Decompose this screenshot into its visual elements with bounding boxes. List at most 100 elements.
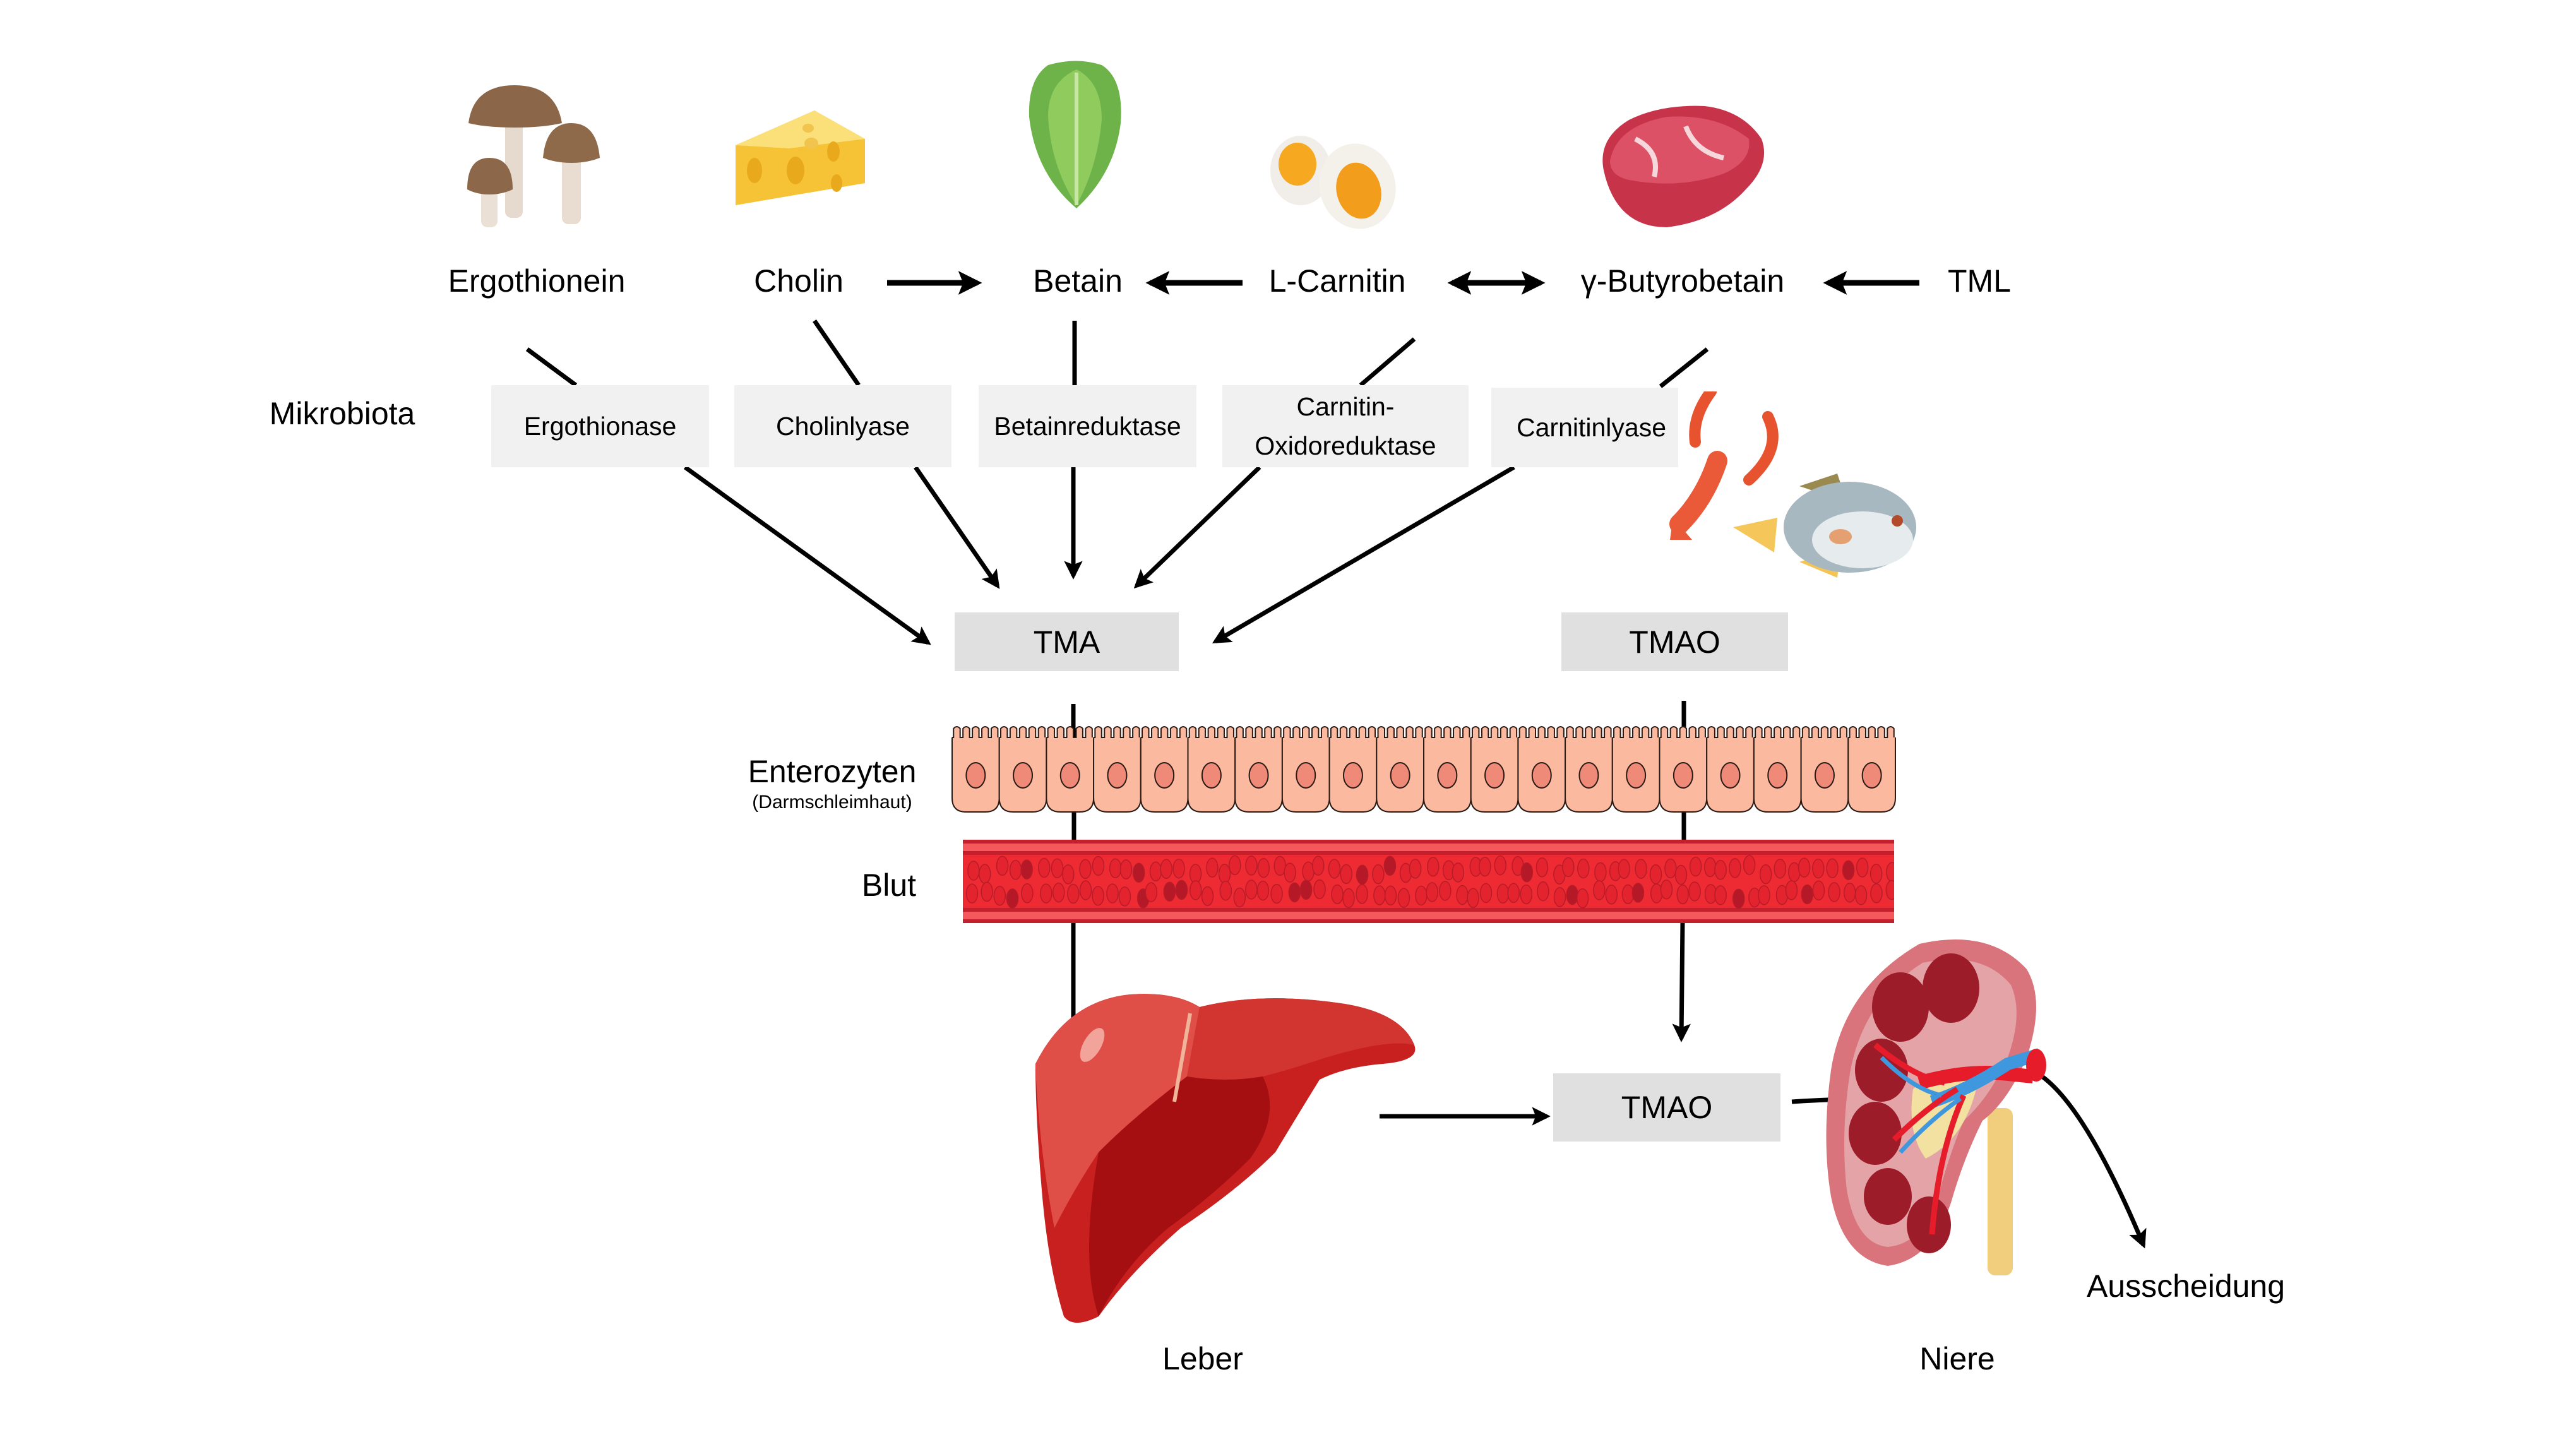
enterocyte-cell — [1093, 726, 1142, 813]
red-blood-cell — [1256, 880, 1270, 901]
microvilli — [1424, 726, 1470, 738]
cell-nucleus — [1673, 762, 1693, 789]
cheese-icon — [736, 110, 865, 205]
red-blood-cell — [1145, 882, 1157, 902]
red-blood-cell — [1079, 859, 1092, 880]
red-blood-cell — [1037, 857, 1051, 878]
liver-icon — [1035, 994, 1416, 1323]
cell-nucleus — [965, 762, 986, 789]
red-blood-cell — [1828, 882, 1840, 902]
microvilli — [1659, 726, 1706, 738]
red-blood-cell — [1798, 857, 1811, 878]
red-blood-cell — [1660, 880, 1673, 900]
metabolite-ergothionein: Ergothionein — [448, 263, 626, 299]
microvilli — [1376, 726, 1423, 738]
red-blood-cell — [1467, 888, 1479, 909]
red-blood-cell — [1553, 887, 1566, 907]
red-blood-cell — [1132, 862, 1145, 883]
red-blood-cells — [965, 855, 1894, 909]
blood-label: Blut — [861, 868, 917, 903]
product-label: TMA — [1033, 624, 1100, 660]
enterocyte-cell — [1517, 726, 1566, 813]
red-blood-cell — [1052, 882, 1065, 903]
red-blood-cell — [1826, 858, 1839, 878]
cell-nucleus — [1484, 762, 1505, 789]
red-blood-cell — [1812, 858, 1825, 879]
red-blood-cell — [1507, 883, 1520, 903]
enzyme-cholinlyase: Cholinlyase — [734, 385, 951, 467]
red-blood-cell — [1729, 858, 1741, 878]
enterocyte-cell — [1800, 726, 1849, 813]
red-blood-cell — [1566, 885, 1578, 905]
product-tmao-hepatic: TMAO — [1553, 1073, 1780, 1142]
cell-nucleus — [1107, 762, 1128, 789]
red-blood-cell — [1479, 856, 1491, 877]
enzyme-label-line2: Oxidoreduktase — [1255, 431, 1436, 460]
red-blood-cell — [1119, 859, 1133, 880]
connector-cholin-enzyme — [813, 319, 861, 386]
cell-nucleus — [1767, 762, 1788, 789]
red-blood-cell — [1006, 888, 1019, 909]
red-blood-cell — [1163, 881, 1176, 902]
enterocyte-cell — [1187, 726, 1236, 813]
red-blood-cell — [1759, 864, 1772, 885]
enterocyte-cell — [1328, 726, 1378, 813]
red-blood-cell — [1106, 883, 1119, 903]
arrow-kidney-to-excretion — [2036, 1071, 2147, 1249]
red-blood-cell — [1067, 883, 1080, 904]
red-blood-cell — [1201, 886, 1214, 907]
red-blood-cell — [1149, 861, 1162, 881]
red-blood-cell — [1118, 886, 1131, 907]
microvilli — [1470, 726, 1518, 738]
red-blood-cell — [1009, 860, 1022, 880]
enterocyte-cell — [1140, 726, 1189, 813]
enterocyte-cell — [1376, 726, 1424, 813]
red-blood-cell — [1732, 888, 1745, 909]
red-blood-cell — [1160, 859, 1172, 880]
enzyme-label: Ergothionase — [523, 412, 677, 441]
arrow-carnitinlyase-to-tma — [1212, 465, 1515, 644]
enterocyte-cell — [1234, 726, 1283, 813]
microvilli — [1140, 726, 1188, 738]
arrow-carnitin-oxidoreduktase-to-tma — [1133, 465, 1261, 589]
red-blood-cell — [1218, 864, 1231, 884]
red-blood-cell — [1021, 883, 1034, 903]
red-blood-cell — [1664, 858, 1677, 879]
red-blood-cell — [1594, 862, 1607, 883]
red-blood-cell — [1743, 855, 1756, 875]
red-blood-cell — [1854, 885, 1868, 905]
meat-icon — [1602, 105, 1765, 227]
red-blood-cell — [1577, 858, 1590, 879]
red-blood-cell — [1537, 881, 1549, 902]
microvilli — [1282, 726, 1329, 738]
enzyme-carnitin-oxidoreduktase: Carnitin- Oxidoreduktase — [1222, 385, 1469, 467]
red-blood-cell — [1676, 884, 1689, 905]
microvilli — [1188, 726, 1234, 738]
red-blood-cell — [993, 886, 1006, 906]
red-blood-cell — [1245, 856, 1258, 876]
red-blood-cell — [1384, 885, 1397, 906]
red-blood-cell — [1040, 883, 1052, 903]
cell-nucleus — [1059, 762, 1080, 789]
microvilli — [999, 726, 1046, 738]
cell-nucleus — [1437, 762, 1458, 789]
red-blood-cell — [1870, 883, 1883, 903]
excretion-label: Ausscheidung — [2086, 1268, 2286, 1304]
red-blood-cell — [1284, 862, 1296, 883]
red-blood-cell — [1631, 883, 1645, 903]
enterocyte-cell — [1423, 726, 1472, 813]
red-blood-cell — [1649, 864, 1662, 885]
red-blood-cell — [1714, 885, 1727, 905]
red-blood-cell — [1092, 886, 1104, 906]
red-blood-cell — [1373, 885, 1386, 905]
product-label: TMAO — [1629, 624, 1720, 660]
microvilli — [952, 726, 999, 738]
enterocyte-cell — [1753, 726, 1802, 813]
microvilli — [1801, 726, 1848, 738]
red-blood-cell — [1092, 856, 1105, 876]
red-blood-cell — [1172, 859, 1185, 879]
red-blood-cell — [1175, 880, 1188, 900]
red-blood-cell — [1689, 856, 1702, 877]
enzyme-ergothionase: Ergothionase — [491, 385, 709, 467]
